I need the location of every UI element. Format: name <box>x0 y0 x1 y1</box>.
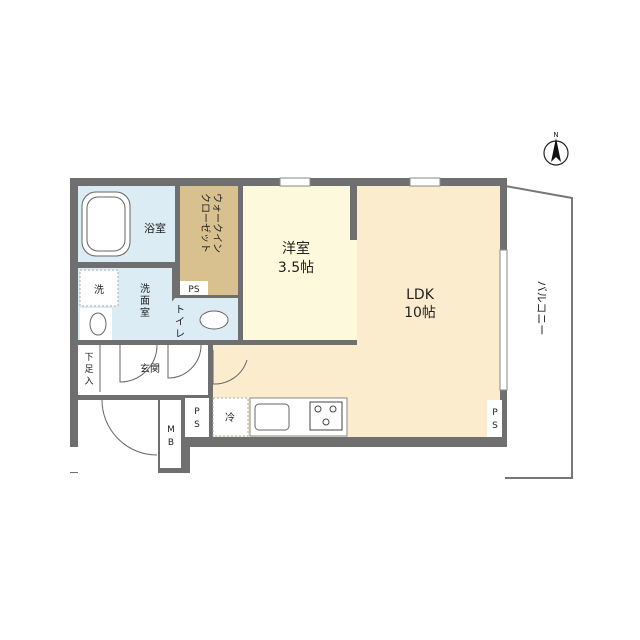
bath-label: 浴室 <box>144 221 166 235</box>
door-swing <box>212 350 248 385</box>
mb-label-2: B <box>168 438 174 448</box>
door-swing <box>167 344 202 379</box>
washer-space <box>79 269 119 307</box>
shoe-label-2: 足 <box>84 364 93 375</box>
ps-right <box>487 400 502 437</box>
north-compass-icon: N <box>543 131 569 166</box>
washer-label: 洗 <box>94 284 104 296</box>
toilet-icon <box>199 310 229 330</box>
balcony-outline <box>504 185 573 479</box>
ldk-name: LDK <box>406 287 435 303</box>
door-swing <box>119 344 158 383</box>
shoe-label-1: 下 <box>84 353 93 363</box>
toilet-label-2: イ <box>175 317 185 328</box>
washroom-label-3: 室 <box>140 306 150 319</box>
shoe-label-3: 入 <box>84 376 93 387</box>
closet-label-1: ウォークイン <box>211 193 223 253</box>
toilet-label-1: ト <box>175 305 185 316</box>
ps-right-label-1: P <box>492 408 498 418</box>
sink-icon <box>254 403 290 431</box>
fridge-label: 冷 <box>225 411 235 424</box>
ps-top-label: PS <box>188 285 199 295</box>
ldk-size: 10帖 <box>404 305 436 321</box>
washroom-label-1: 洗 <box>140 283 150 295</box>
ps-right-label-2: S <box>492 421 498 431</box>
ps-left-label-2: S <box>194 420 200 430</box>
toilet-label-3: レ <box>175 329 185 340</box>
balcony-label: バルコニー <box>535 281 548 336</box>
front-door-swing <box>101 399 158 456</box>
ps-left-label-1: P <box>194 407 200 417</box>
window <box>499 249 508 391</box>
fridge-space <box>212 397 249 437</box>
window <box>279 177 311 187</box>
mb-label-1: M <box>167 425 175 435</box>
room-western <box>243 186 350 340</box>
closet-label-2: クローゼット <box>199 193 211 253</box>
compass-label: N <box>553 131 558 139</box>
entrance-label: 玄関 <box>140 362 160 375</box>
ps-top <box>180 281 208 295</box>
room-ldk <box>357 186 500 437</box>
room-closet <box>180 186 238 295</box>
western-name: 洋室 <box>282 240 310 257</box>
window <box>409 177 441 187</box>
western-size: 3.5帖 <box>278 260 314 276</box>
washroom-label-2: 面 <box>140 296 150 307</box>
ps-left <box>185 398 209 437</box>
stove-icon <box>309 401 343 431</box>
mb-box <box>160 400 181 468</box>
